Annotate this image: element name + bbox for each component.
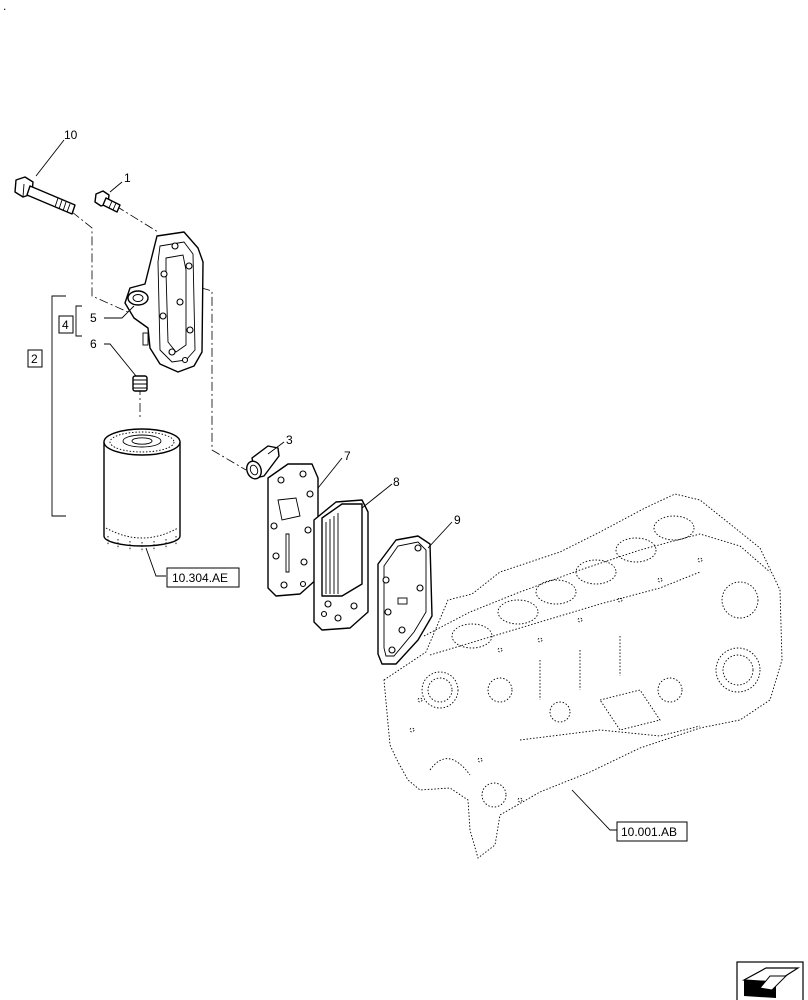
bolt-long bbox=[14, 176, 76, 215]
reference-block[interactable]: 10.001.AB bbox=[616, 821, 688, 842]
bracket-item-2 bbox=[51, 295, 66, 517]
oil-cooler bbox=[313, 499, 369, 631]
callout-3: 3 bbox=[286, 433, 293, 447]
bracket-item-4 bbox=[75, 305, 82, 337]
engine-block bbox=[383, 493, 783, 859]
leader-lines bbox=[35, 139, 618, 831]
reference-filter[interactable]: 10.304.AE bbox=[166, 567, 240, 588]
gasket-rear bbox=[377, 535, 433, 665]
callout-4-box: 4 bbox=[58, 315, 74, 334]
oil-filter bbox=[103, 428, 181, 552]
callout-9: 9 bbox=[454, 513, 461, 527]
threaded-nipple bbox=[132, 375, 148, 392]
svg-text:10.001.AB: 10.001.AB bbox=[621, 825, 677, 839]
corner-mark: . bbox=[3, 0, 6, 13]
callout-8: 8 bbox=[393, 475, 400, 489]
callout-7: 7 bbox=[344, 449, 351, 463]
callout-2-box: 2 bbox=[27, 349, 43, 368]
navigation-arrow-icon[interactable] bbox=[736, 961, 804, 1000]
bolt-short bbox=[94, 190, 121, 213]
callout-5: 5 bbox=[90, 311, 97, 325]
gasket-front bbox=[267, 463, 319, 597]
svg-text:4: 4 bbox=[62, 318, 69, 332]
callout-6: 6 bbox=[90, 337, 97, 351]
callout-1: 1 bbox=[124, 171, 131, 185]
svg-text:10.304.AE: 10.304.AE bbox=[172, 571, 228, 585]
filter-head bbox=[124, 231, 204, 373]
callout-10: 10 bbox=[64, 128, 78, 142]
svg-text:2: 2 bbox=[31, 352, 38, 366]
sleeve bbox=[246, 445, 280, 480]
